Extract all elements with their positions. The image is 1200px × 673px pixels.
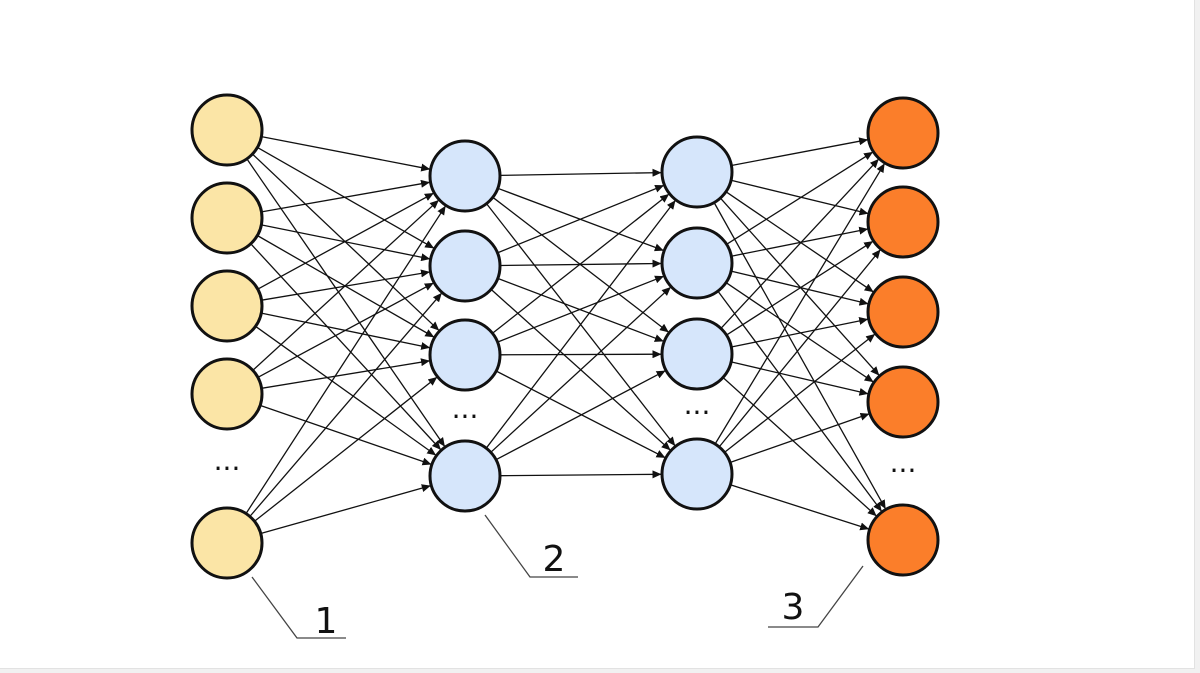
- connection-arrow: [252, 199, 439, 371]
- callout-1-leader: [251, 576, 346, 639]
- hidden-node: [428, 439, 502, 513]
- connection-arrow: [730, 484, 870, 531]
- connection-arrow: [259, 404, 432, 466]
- hidden-node: [428, 139, 502, 213]
- input-node: [190, 181, 264, 255]
- connection-arrow: [257, 192, 434, 290]
- connection-arrow: [499, 470, 662, 479]
- hidden-node: [428, 318, 502, 392]
- output-node: [866, 185, 940, 259]
- nodes: [190, 93, 940, 580]
- output-node: [866, 503, 940, 577]
- connection-arrow: [720, 158, 879, 329]
- hidden-layer-1-ellipsis: ...: [452, 392, 479, 425]
- output-layer-ellipsis: ...: [890, 446, 917, 479]
- connection-arrow: [260, 484, 431, 535]
- connection-arrow: [499, 350, 662, 359]
- connections: [245, 135, 886, 535]
- connection-arrow: [718, 249, 881, 448]
- connection-arrow: [719, 197, 880, 376]
- connection-arrow: [497, 275, 664, 343]
- connection-arrow: [485, 200, 676, 449]
- connection-arrow: [731, 226, 869, 257]
- hidden-node: [660, 226, 734, 300]
- callout-1-label: 1: [315, 601, 338, 642]
- connection-arrow: [731, 137, 869, 167]
- input-node: [190, 93, 264, 167]
- connection-arrow: [725, 282, 874, 383]
- connection-arrow: [490, 286, 671, 453]
- connection-arrow: [726, 151, 874, 245]
- connection-arrow: [254, 376, 438, 522]
- output-node: [866, 365, 940, 439]
- connection-arrow: [246, 158, 446, 447]
- connection-arrow: [726, 240, 874, 336]
- hidden-node: [660, 135, 734, 209]
- connection-arrow: [261, 135, 431, 172]
- hidden-node: [660, 437, 734, 511]
- callout-2-leader: [484, 514, 578, 578]
- connection-arrow: [730, 179, 869, 216]
- connection-arrow: [730, 361, 869, 396]
- callout-3-leader: [768, 565, 864, 628]
- connection-arrow: [713, 202, 886, 510]
- connection-arrow: [499, 168, 662, 177]
- input-layer-ellipsis: ...: [214, 444, 241, 477]
- connection-arrow: [250, 243, 442, 450]
- connection-arrow: [497, 184, 665, 254]
- connection-arrow: [730, 270, 869, 306]
- connection-arrow: [725, 191, 874, 293]
- connection-arrow: [724, 333, 876, 453]
- hidden-node: [660, 317, 734, 391]
- connection-arrow: [729, 412, 870, 464]
- connection-arrow: [245, 205, 446, 514]
- connection-arrow: [495, 370, 666, 461]
- connection-arrow: [714, 163, 885, 445]
- connection-arrow: [722, 377, 877, 517]
- connection-arrow: [249, 292, 442, 517]
- connection-arrow: [261, 179, 430, 213]
- input-node: [190, 357, 264, 431]
- connection-arrow: [257, 282, 434, 378]
- hidden-node: [428, 229, 502, 303]
- connection-arrow: [255, 325, 437, 456]
- input-node: [190, 506, 264, 580]
- connection-arrow: [731, 316, 869, 348]
- hidden-layer-2-ellipsis: ...: [684, 388, 711, 421]
- output-node: [866, 96, 940, 170]
- connection-arrow: [492, 193, 670, 334]
- output-node: [866, 275, 940, 349]
- callout-2-label: 2: [543, 539, 566, 580]
- connection-arrow: [495, 370, 666, 459]
- callout-3-label: 3: [782, 587, 805, 628]
- connection-arrow: [717, 290, 883, 512]
- connection-arrow: [261, 358, 430, 389]
- input-node: [190, 269, 264, 343]
